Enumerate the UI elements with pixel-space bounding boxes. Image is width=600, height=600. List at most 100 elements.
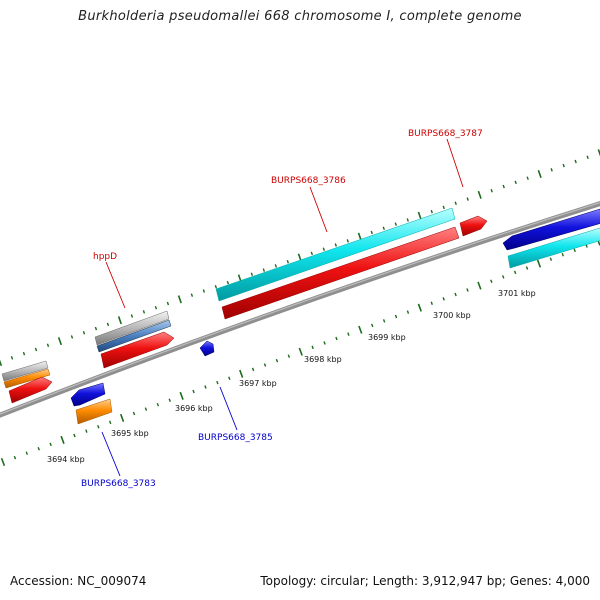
major-tick bbox=[298, 347, 303, 356]
minor-tick bbox=[574, 159, 577, 164]
gene-label-burps668-3783[interactable]: BURPS668_3783 bbox=[81, 479, 156, 489]
minor-tick bbox=[442, 205, 445, 210]
gene-arrow-icon[interactable] bbox=[70, 382, 106, 407]
minor-tick bbox=[70, 335, 74, 339]
minor-tick bbox=[311, 345, 314, 350]
minor-tick bbox=[466, 288, 469, 292]
gene-arrow-icon[interactable] bbox=[100, 331, 175, 369]
major-tick bbox=[0, 457, 6, 467]
leader-line bbox=[219, 386, 238, 431]
minor-tick bbox=[561, 253, 564, 257]
kbp-label: 3694 kbp bbox=[47, 455, 85, 464]
minor-tick bbox=[82, 331, 86, 335]
minor-tick bbox=[228, 376, 231, 380]
gene-label-burps668-3787[interactable]: BURPS668_3787 bbox=[408, 129, 483, 139]
minor-tick bbox=[525, 266, 529, 270]
minor-tick bbox=[142, 310, 146, 314]
minor-tick bbox=[382, 319, 386, 323]
minor-tick bbox=[490, 188, 493, 193]
minor-tick bbox=[502, 184, 505, 189]
accession-text: Accession: NC_009074 bbox=[10, 574, 147, 588]
major-tick bbox=[536, 259, 542, 268]
minor-tick bbox=[562, 163, 565, 168]
gene-arrow-icon[interactable] bbox=[459, 215, 488, 237]
gene-arrow-icon[interactable] bbox=[3, 368, 51, 389]
minor-tick bbox=[370, 230, 373, 235]
minor-tick bbox=[347, 332, 350, 336]
minor-tick bbox=[371, 323, 374, 328]
minor-tick bbox=[202, 289, 206, 293]
gene-arrow-icon[interactable] bbox=[1, 360, 49, 382]
minor-tick bbox=[454, 201, 457, 205]
minor-tick bbox=[262, 268, 266, 272]
minor-tick bbox=[250, 272, 254, 277]
minor-tick bbox=[214, 285, 218, 289]
minor-tick bbox=[190, 293, 194, 297]
minor-tick bbox=[144, 407, 148, 411]
kbp-label: 3695 kbp bbox=[111, 429, 149, 438]
minor-tick bbox=[166, 301, 170, 306]
major-tick bbox=[239, 369, 244, 378]
gene-arrow-icon[interactable] bbox=[94, 310, 170, 346]
gene-arrow-icon[interactable] bbox=[8, 376, 53, 404]
minor-tick bbox=[97, 424, 100, 429]
minor-tick bbox=[10, 356, 14, 360]
label-leaders bbox=[101, 138, 464, 477]
minor-tick bbox=[406, 218, 409, 222]
minor-tick bbox=[94, 326, 98, 331]
minor-tick bbox=[132, 411, 136, 416]
major-tick bbox=[57, 337, 63, 346]
reverse-features bbox=[70, 208, 600, 425]
kbp-label: 3700 kbp bbox=[433, 311, 471, 320]
minor-tick bbox=[251, 367, 255, 372]
gene-arrow-icon[interactable] bbox=[221, 226, 460, 320]
gene-label-hppd[interactable]: hppD bbox=[93, 252, 117, 262]
minor-tick bbox=[168, 398, 171, 403]
minor-tick bbox=[586, 155, 589, 160]
minor-tick bbox=[274, 264, 278, 268]
kbp-label: 3701 kbp bbox=[498, 289, 536, 298]
minor-tick bbox=[310, 251, 314, 256]
minor-tick bbox=[513, 270, 517, 275]
leader-line bbox=[101, 431, 121, 477]
minor-tick bbox=[382, 226, 385, 231]
gene-labels: hppD BURPS668_3786 BURPS668_3787 BURPS66… bbox=[81, 129, 483, 489]
minor-tick bbox=[263, 363, 267, 367]
leader-line bbox=[309, 186, 328, 233]
gene-label-burps668-3786[interactable]: BURPS668_3786 bbox=[271, 176, 346, 186]
minor-tick bbox=[130, 314, 134, 318]
minor-tick bbox=[275, 358, 279, 363]
chromosome-backbone bbox=[0, 200, 600, 418]
major-tick bbox=[417, 211, 422, 220]
major-tick bbox=[117, 316, 123, 325]
outer-tick-ring bbox=[0, 149, 600, 367]
gene-label-burps668-3785[interactable]: BURPS668_3785 bbox=[198, 433, 273, 443]
minor-tick bbox=[394, 222, 397, 226]
minor-tick bbox=[549, 257, 553, 261]
gene-arrow-icon[interactable] bbox=[75, 398, 113, 425]
gene-arrow-icon[interactable] bbox=[507, 227, 600, 269]
minor-tick bbox=[466, 197, 469, 201]
minor-tick bbox=[156, 402, 160, 407]
major-tick bbox=[477, 281, 482, 290]
leader-line bbox=[105, 261, 126, 309]
major-tick bbox=[477, 190, 482, 199]
gene-arrow-icon[interactable] bbox=[502, 208, 600, 251]
kbp-label: 3699 kbp bbox=[368, 333, 406, 342]
minor-tick bbox=[335, 336, 338, 341]
major-tick bbox=[358, 325, 363, 334]
minor-tick bbox=[346, 239, 349, 243]
leader-line bbox=[446, 138, 464, 188]
major-tick bbox=[119, 413, 125, 422]
minor-tick bbox=[226, 280, 230, 285]
minor-tick bbox=[13, 455, 17, 460]
major-tick bbox=[417, 303, 422, 312]
gene-arrow-icon[interactable] bbox=[199, 340, 215, 357]
minor-tick bbox=[192, 389, 195, 394]
map-title: Burkholderia pseudomallei 668 chromosome… bbox=[78, 9, 522, 24]
gene-arrow-icon[interactable] bbox=[215, 207, 456, 302]
minor-tick bbox=[22, 351, 26, 356]
gene-arrow-icon[interactable] bbox=[96, 319, 172, 353]
minor-tick bbox=[442, 297, 445, 301]
minor-tick bbox=[323, 341, 326, 345]
